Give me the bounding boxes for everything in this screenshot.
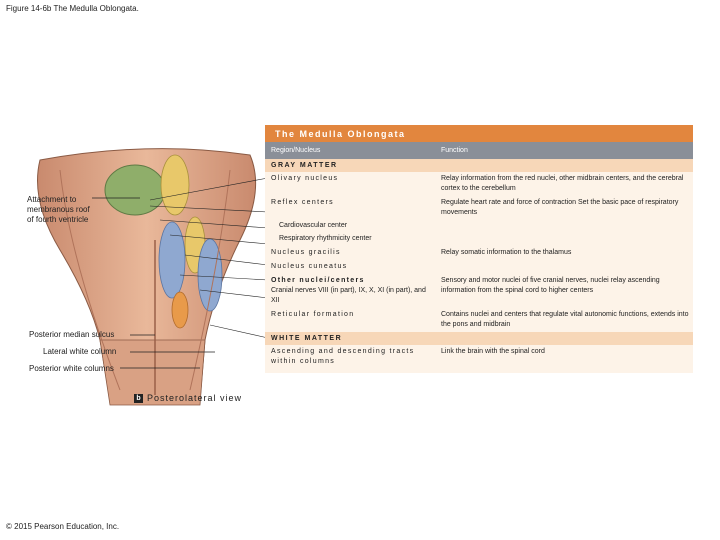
row-other-sub: Cranial nerves VIII (in part), IX, X, XI… bbox=[271, 287, 426, 304]
table-column-headers: Region/Nucleus Function bbox=[265, 142, 693, 159]
row-other-cell: Other nuclei/centers Cranial nerves VIII… bbox=[265, 274, 435, 308]
view-label: b Posterolateral view bbox=[134, 393, 242, 403]
row-gracilis-function: Relay somatic information to the thalamu… bbox=[441, 249, 572, 256]
row-tracts-name: Ascending and descending tracts within c… bbox=[271, 348, 415, 365]
table-row: Reticular formation Contains nuclei and … bbox=[265, 308, 693, 332]
section-gray-matter-label: GRAY MATTER bbox=[271, 162, 338, 169]
table-title: The Medulla Oblongata bbox=[275, 128, 406, 139]
row-olivary-function: Relay information from the red nuclei, o… bbox=[441, 175, 684, 192]
row-cuneatus-function bbox=[435, 260, 693, 274]
row-other-name: Other nuclei/centers bbox=[271, 277, 365, 284]
row-reticular-name: Reticular formation bbox=[271, 311, 355, 318]
medulla-illustration bbox=[37, 148, 269, 406]
view-badge: b bbox=[134, 393, 143, 403]
medulla-table: The Medulla Oblongata Region/Nucleus Fun… bbox=[265, 125, 693, 373]
label-posterior-median-sulcus: Posterior median sulcus bbox=[29, 330, 115, 339]
section-gray-matter: GRAY MATTER bbox=[265, 159, 693, 172]
table-title-bar: The Medulla Oblongata bbox=[265, 125, 693, 142]
label-attachment: Attachment to membranous roof of fourth … bbox=[27, 195, 90, 224]
table-row: Reflex centers Regulate heart rate and f… bbox=[265, 196, 693, 220]
row-other-function: Sensory and motor nuclei of five cranial… bbox=[441, 277, 660, 294]
table-row: Nucleus gracilis Relay somatic informati… bbox=[265, 246, 693, 260]
row-tracts-function: Link the brain with the spinal cord bbox=[441, 348, 545, 355]
row-olivary-name: Olivary nucleus bbox=[271, 175, 339, 182]
section-white-matter: WHITE MATTER bbox=[265, 332, 693, 345]
col-function: Function bbox=[441, 147, 468, 154]
row-reflex-function: Regulate heart rate and force of contrac… bbox=[441, 199, 679, 216]
row-reflex-name: Reflex centers bbox=[271, 199, 334, 206]
col-region: Region/Nucleus bbox=[271, 147, 321, 154]
view-text: Posterolateral view bbox=[147, 393, 243, 403]
row-respiratory: Respiratory rhythmicity center bbox=[265, 233, 693, 246]
row-cardiovascular: Cardiovascular center bbox=[265, 220, 693, 233]
table-row: Olivary nucleus Relay information from t… bbox=[265, 172, 693, 196]
label-lateral-white-column: Lateral white column bbox=[43, 347, 117, 356]
figure-title: Figure 14-6b The Medulla Oblongata. bbox=[6, 4, 139, 13]
row-cuneatus-name: Nucleus cuneatus bbox=[271, 263, 348, 270]
copyright: © 2015 Pearson Education, Inc. bbox=[6, 522, 120, 531]
section-white-matter-label: WHITE MATTER bbox=[271, 335, 343, 342]
table-row: Other nuclei/centers Cranial nerves VIII… bbox=[265, 274, 693, 308]
table-row: Ascending and descending tracts within c… bbox=[265, 345, 693, 373]
row-gracilis-name: Nucleus gracilis bbox=[271, 249, 341, 256]
label-posterior-white-columns: Posterior white columns bbox=[29, 364, 114, 373]
row-reticular-function: Contains nuclei and centers that regulat… bbox=[441, 311, 689, 328]
table-row: Nucleus cuneatus bbox=[265, 260, 693, 274]
